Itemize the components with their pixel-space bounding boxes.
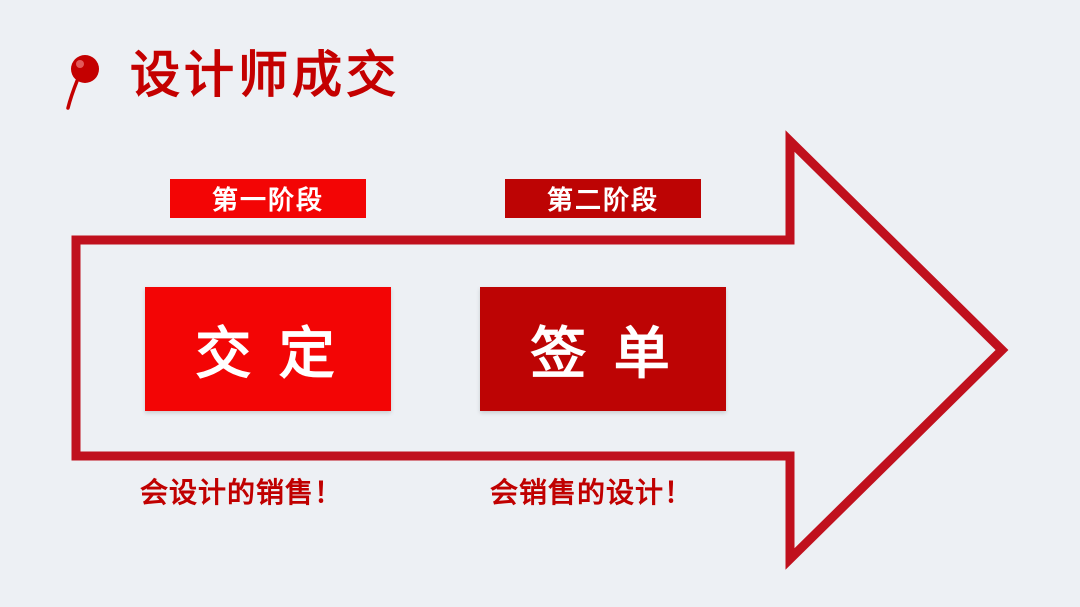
stage-box-2: 签 单 [480, 287, 726, 411]
page-title: 设计师成交 [130, 47, 400, 103]
stage-caption-1: 会设计的销售！ [140, 478, 344, 509]
phase-label-2: 第二阶段 [505, 179, 701, 218]
stage-caption-2: 会销售的设计！ [490, 478, 694, 509]
stage-box-1: 交 定 [145, 287, 391, 411]
pushpin-icon [66, 55, 99, 110]
title-row: 设计师成交 [62, 48, 400, 114]
phase-label-1: 第一阶段 [170, 179, 366, 218]
